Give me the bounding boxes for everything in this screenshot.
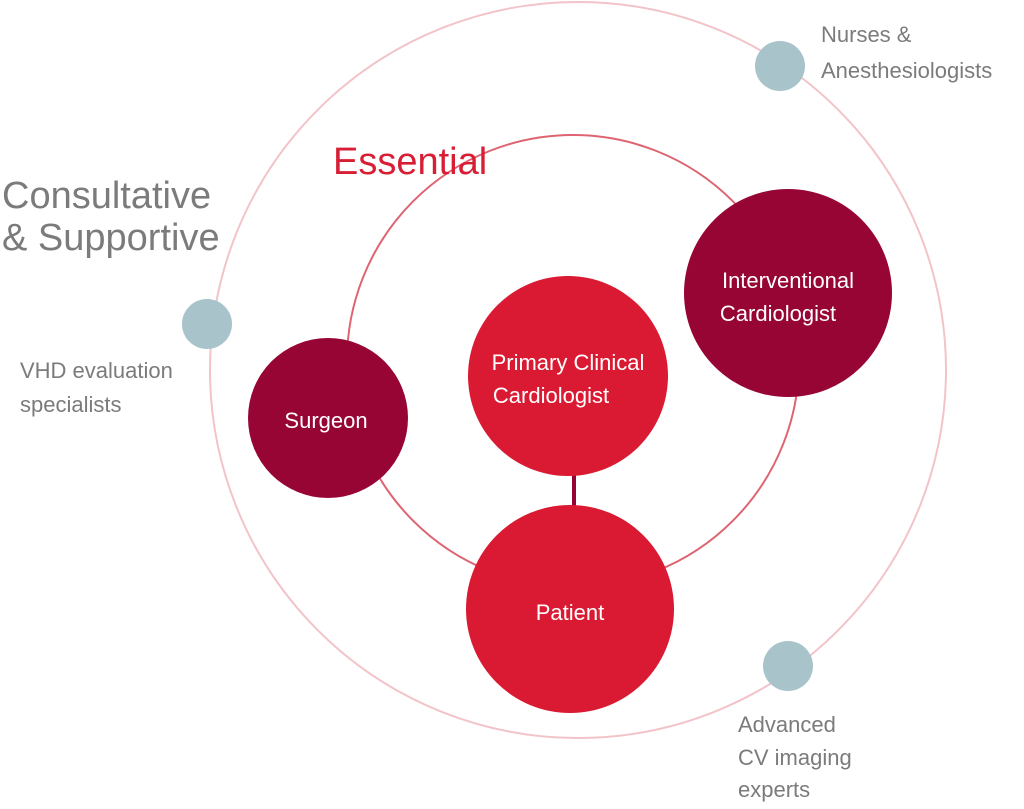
patient-node xyxy=(466,505,674,713)
vhd-label-line2: specialists xyxy=(20,392,121,417)
imaging-label-line1: Advanced xyxy=(738,712,836,737)
imaging-label-line3: experts xyxy=(738,777,810,802)
primary-clinical-cardiologist-node xyxy=(468,276,668,476)
outer-ring xyxy=(209,1,947,739)
nurses-label-line2: Anesthesiologists xyxy=(821,58,992,83)
surgeon-node xyxy=(248,338,408,498)
outer-ring-label-line1: Consultative xyxy=(2,175,211,217)
vhd-satellite-dot xyxy=(182,299,232,349)
interventional-label-line1: Interventional xyxy=(722,268,854,293)
interventional-cardiologist-node xyxy=(684,189,892,397)
primary-label-line1: Primary Clinical xyxy=(492,350,645,375)
nurses-label-line1: Nurses & xyxy=(821,22,912,47)
inner-ring-label: Essential xyxy=(333,141,487,183)
patient-label: Patient xyxy=(536,600,605,625)
surgeon-label: Surgeon xyxy=(284,408,367,433)
imaging-satellite-dot xyxy=(763,641,813,691)
outer-ring-label-line2: & Supportive xyxy=(2,217,220,259)
vhd-label-line1: VHD evaluation xyxy=(20,358,173,383)
primary-label-line2: Cardiologist xyxy=(493,383,609,408)
imaging-label-line2: CV imaging xyxy=(738,745,852,770)
interventional-label-line2: Cardiologist xyxy=(720,301,836,326)
nurses-satellite-dot xyxy=(755,41,805,91)
